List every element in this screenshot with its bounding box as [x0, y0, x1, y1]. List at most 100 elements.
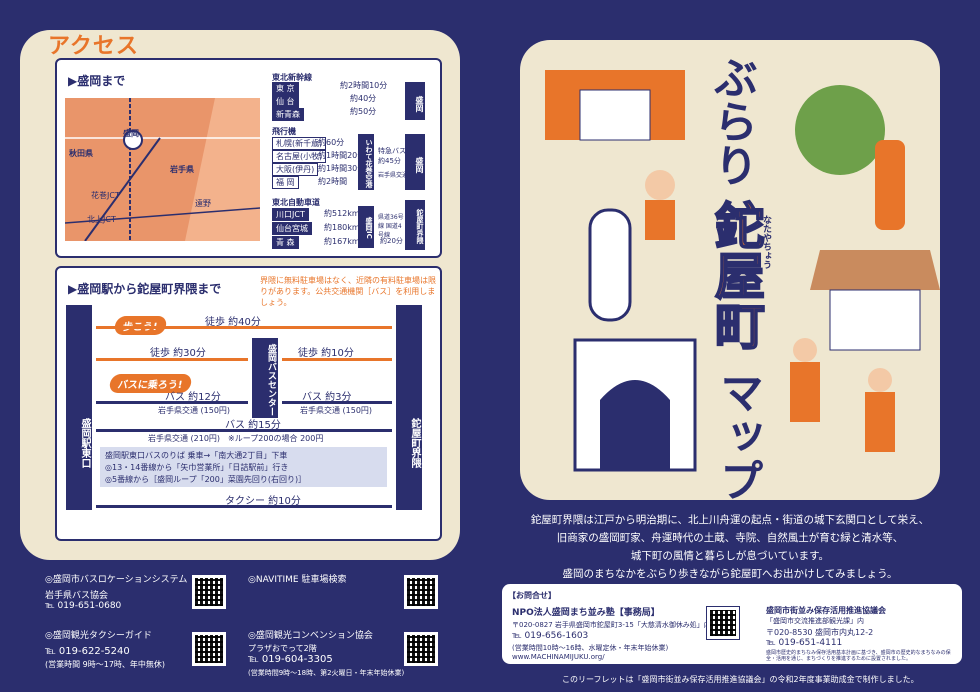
shinkansen-time-tokyo: 約2時間10分: [340, 81, 388, 90]
hero-title-1: ぶらり: [706, 55, 757, 187]
exp-dist-aomori: 約167km: [324, 237, 360, 246]
air-time-sapporo: 約60分: [318, 138, 345, 147]
bus3-text: バス 約15分: [225, 420, 281, 431]
walk2-text: 徒歩 約30分: [150, 348, 206, 359]
map-label-iwate: 岩手県: [170, 165, 194, 174]
npo-url[interactable]: www.MACHINAMIJUKU.org/: [512, 653, 605, 661]
council-address: 〒020-8530 盛岡市内丸12-2: [766, 628, 874, 637]
navitime-qr[interactable]: [404, 575, 438, 609]
hero-title-2: 鉈屋町: [706, 199, 766, 351]
bus-assoc: 岩手県バス協会: [45, 591, 109, 601]
airport-box: いわて花巻空港: [358, 134, 374, 190]
taxi-hours: (営業時間 9時〜17時、年中無休): [45, 660, 166, 669]
intro-line-4: 盛岡のまちなかをぶらり歩きながら鉈屋町へお出かけしてみましょう。: [562, 568, 898, 580]
lantern-illustration: [588, 208, 632, 322]
roof-illustration: [810, 250, 940, 290]
bus-location-title: ◎盛岡市バスロケーションシステム: [45, 575, 188, 585]
exp-from-sendai: 仙台宮城: [272, 222, 312, 235]
npo-address: 〒020-0827 岩手県盛岡市鉈屋町3-15「大慈清水御休み処」内: [512, 621, 711, 629]
bus1-op: 岩手県交通 (150円): [158, 406, 231, 415]
woman-body: [790, 362, 820, 422]
exp-route: 県道36号線 国道4号線: [378, 214, 404, 239]
bus2-arrow: [282, 401, 392, 404]
sake-bottle-illustration: [875, 140, 905, 230]
parking-note: 界隈に無料駐車場はなく、近隣の有料駐車場は限りがあります。公共交通機関［バス］を…: [260, 276, 436, 307]
map-label-tono: 遠野: [195, 199, 211, 208]
shinkansen-from-tokyo: 東 京: [272, 82, 299, 95]
exp-dest: 鉈屋町界隈: [405, 200, 425, 250]
map-morioka-mark: [123, 130, 143, 150]
contact-heading: 【お問合せ】: [508, 591, 556, 600]
airplane-label: 飛行機: [272, 127, 296, 136]
taxi-text: タクシー 約10分: [225, 496, 301, 507]
exp-ic-box: 盛岡IC: [358, 206, 374, 248]
walk1-arrow: [96, 326, 392, 329]
taxi-tel: ℡ 019-622-5240: [45, 646, 130, 657]
council-sub: 「盛岡市交流推進部観光課」内: [766, 617, 864, 625]
taxi-arrow: [96, 505, 392, 508]
bus2-op: 岩手県交通 (150円): [300, 406, 373, 415]
air-from-sapporo: 札幌(新千歳): [272, 137, 327, 150]
npo-name: NPO法人盛岡まち並み塾【事務局】: [512, 608, 660, 618]
navitime-title: ◎NAVITIME 駐車場検索: [248, 575, 347, 585]
air-from-nagoya: 名古屋(小牧): [272, 150, 327, 163]
convention-tel: ℡ 019-604-3305: [248, 654, 333, 665]
air-time-osaka: 約1時間30分: [318, 164, 366, 173]
shinkansen-label: 東北新幹線: [272, 73, 312, 82]
air-time-fukuoka: 約2時間: [318, 177, 348, 186]
air-from-fukuoka: 福 岡: [272, 176, 299, 189]
shrine-gate: [579, 89, 651, 141]
shinkansen-dest: 盛岡: [405, 82, 425, 120]
taxi-guide-title: ◎盛岡観光タクシーガイド: [45, 631, 152, 641]
map-road2: [84, 137, 161, 241]
map-label-morioka: 盛岡: [123, 129, 139, 138]
council-note: 盛岡市歴史的まちなみ保存活用基本計画に基づき、盛岡市の歴史的なまちなみの保全・活…: [766, 650, 951, 662]
intro-line-2: 旧商家の盛岡町家、舟運時代の土蔵、寺院、自然風土が育む緑と清水等、: [556, 532, 904, 544]
station-bar: 盛岡駅東口: [66, 305, 92, 510]
airport-bus-op: 岩手県交通: [378, 172, 409, 179]
shinkansen-from-aomori: 新青森: [272, 108, 304, 121]
bus3-arrow: [96, 429, 392, 432]
convention-hours: (営業時間9時〜18時、第2火曜日・年末年始休業): [248, 669, 405, 677]
npo-hours: (営業時間10時〜16時、水曜定休・年末年始休業): [512, 644, 669, 652]
to-morioka-heading: ▶盛岡まで: [68, 74, 126, 88]
council-name: 盛岡市街並み保存活用推進協議会: [766, 606, 886, 615]
intro-line-3: 城下町の風情と暮らしが息づいています。: [630, 550, 830, 562]
sugidama-illustration: [795, 85, 885, 175]
npo-tel: ℡ 019-656-1603: [512, 631, 589, 641]
walk2-arrow: [96, 358, 248, 361]
bus-location-qr[interactable]: [192, 575, 226, 609]
walk3-text: 徒歩 約10分: [298, 348, 354, 359]
npo-qr[interactable]: [706, 606, 740, 640]
access-title: アクセス: [48, 34, 139, 59]
taxi-guide-qr[interactable]: [192, 632, 226, 666]
bus-note-box: 盛岡駅東口バスのりば 乗車→「南大通2丁目」下車 ◎13・14番線から「矢巾営業…: [100, 447, 387, 487]
map-label-akita: 秋田県: [69, 149, 93, 158]
convention-title: ◎盛岡観光コンベンション協会: [248, 631, 373, 641]
convention-plaza: プラザおでって2階: [248, 644, 317, 653]
person-illustration: [645, 170, 675, 200]
convention-qr[interactable]: [404, 632, 438, 666]
bus-note-3: ◎5番線から［盛岡ループ「200」菜園先回り(右回り)］: [105, 475, 307, 484]
walk1-text: 徒歩 約40分: [205, 317, 261, 328]
from-station-heading: ▶盛岡駅から鉈屋町界隈まで: [68, 282, 222, 296]
map-svg: [65, 98, 260, 241]
air-dest: 盛岡: [405, 134, 425, 190]
man-illustration: [868, 368, 892, 392]
council-tel: ℡ 019-651-4111: [766, 638, 843, 648]
bottom-note: このリーフレットは「盛岡市街並み保存活用推進協議会」の令和2年度事業助成金で制作…: [562, 675, 919, 684]
hero-title-3: マップ: [712, 370, 763, 502]
hero-ruby: なたやちょう: [761, 215, 771, 269]
exp-time: 約20分: [380, 237, 403, 245]
airport-bus: 特急バス 約45分: [378, 147, 406, 165]
bus1-arrow: [96, 401, 248, 404]
exp-from-aomori: 青 森: [272, 236, 299, 249]
bus-note-1: 盛岡駅東口バスのりば 乗車→「南大通2丁目」下車: [105, 451, 288, 460]
intro-line-1: 鉈屋町界隈は江戸から明治期に、北上川舟運の起点・街道の城下玄関口として栄え、: [530, 514, 930, 526]
air-time-nagoya: 約1時間20分: [318, 151, 366, 160]
air-from-osaka: 大阪(伊丹): [272, 163, 319, 176]
exp-dist-sendai: 約180km: [324, 223, 360, 232]
map-coast: [185, 98, 260, 241]
bus3-op: 岩手県交通 (210円) ※ループ200の場合 200円: [148, 434, 324, 443]
shinkansen-time-sendai: 約40分: [350, 94, 377, 103]
